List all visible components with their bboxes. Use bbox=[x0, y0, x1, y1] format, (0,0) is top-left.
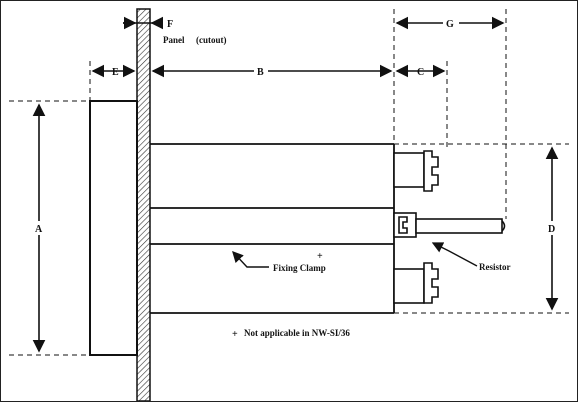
dim-b-label: B bbox=[257, 67, 264, 78]
extension-lines bbox=[9, 9, 569, 356]
dim-d-label: D bbox=[548, 224, 555, 235]
panel-label: Panel bbox=[163, 35, 185, 45]
dim-g-label: G bbox=[446, 19, 454, 30]
dim-e-label: E bbox=[112, 67, 119, 78]
cutout-label: (cutout) bbox=[196, 35, 227, 45]
terminal-bottom bbox=[393, 262, 439, 304]
footnote-text: Not applicable in NW-SI/36 bbox=[244, 328, 350, 338]
dim-c-label: C bbox=[417, 67, 424, 78]
resistor-label: Resistor bbox=[479, 262, 511, 272]
panel-wall bbox=[136, 8, 151, 401]
terminal-top bbox=[393, 150, 439, 192]
dim-f-label: F bbox=[167, 19, 173, 30]
dim-a-label: A bbox=[35, 224, 43, 235]
front-bezel bbox=[89, 100, 138, 356]
resistor-assembly bbox=[393, 212, 506, 238]
clamp-plus-mark: + bbox=[317, 251, 323, 262]
leader-lines bbox=[232, 242, 478, 268]
fixing-clamp-label: Fixing Clamp bbox=[273, 263, 326, 273]
footnote-plus-mark: + bbox=[232, 329, 238, 340]
instrument-body bbox=[150, 143, 395, 314]
